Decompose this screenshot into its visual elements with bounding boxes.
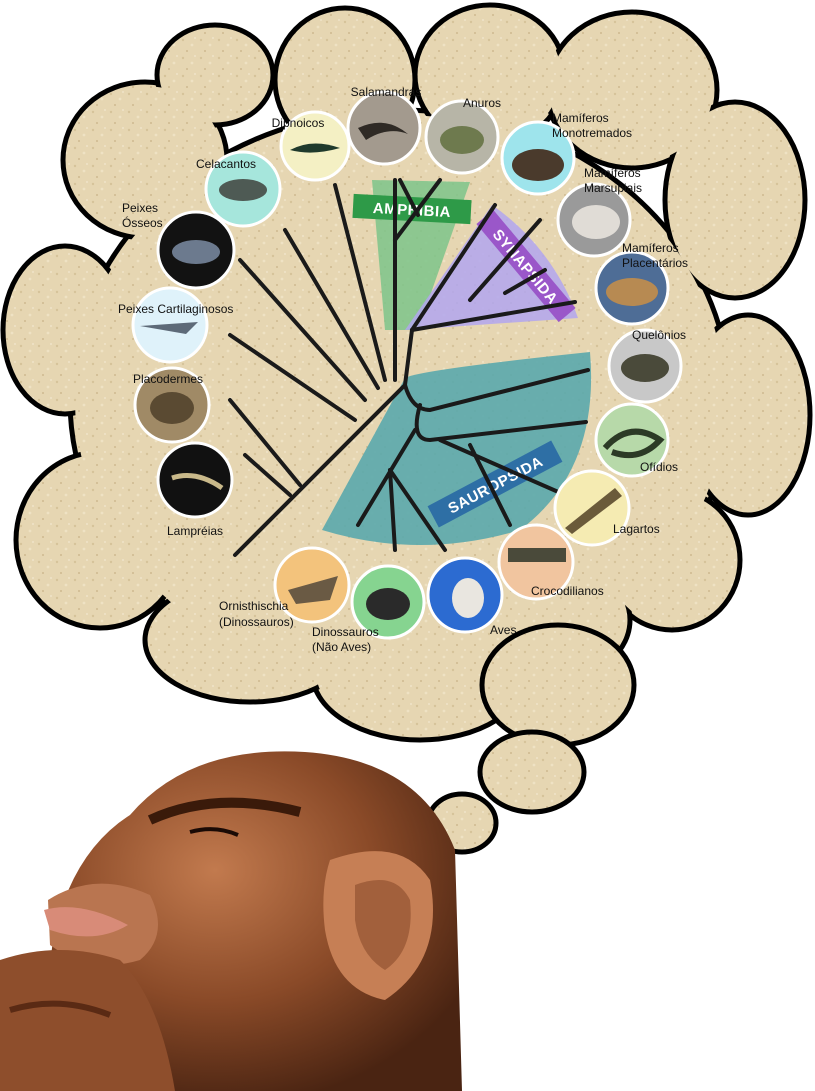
- opossum-icon: [572, 205, 620, 239]
- amphibia-banner: AMPHIBIA: [352, 193, 472, 225]
- lampreias-image: [156, 441, 234, 519]
- label-monotremados-1: Mamíferos: [552, 111, 609, 125]
- placoderm-icon: [150, 392, 194, 424]
- turtle-icon: [621, 354, 669, 382]
- thinking-chimpanzee: [0, 751, 462, 1091]
- bony-fish-icon: [172, 240, 220, 264]
- chimp-finger: [9, 1000, 112, 1018]
- lizard-icon: [565, 488, 622, 534]
- dinosaur-skull-icon: [366, 588, 410, 620]
- chimp-ear-inner: [355, 880, 411, 970]
- placental-mammal-icon: [606, 278, 658, 306]
- label-dinossauros-1: Dinossauros: [312, 625, 379, 639]
- crocodile-icon: [508, 548, 566, 562]
- synapsida-clade-fan: [405, 205, 578, 330]
- shark-icon: [140, 322, 198, 334]
- taxon-labels: Dipnoicos Salamandras Anuros Mamíferos M…: [118, 85, 688, 654]
- chimp-hand: [0, 950, 175, 1091]
- ofidios-image: [594, 402, 670, 478]
- label-quelonios: Quelônios: [632, 328, 686, 342]
- label-placentarios-2: Placentários: [622, 256, 688, 270]
- label-placentarios-1: Mamíferos: [622, 241, 679, 255]
- chimp-brow: [147, 797, 302, 825]
- salamander-icon: [358, 122, 408, 140]
- snake-icon: [602, 428, 665, 458]
- thought-bubble-large: [479, 622, 637, 748]
- label-crocodilianos: Crocodilianos: [531, 584, 604, 598]
- label-dipnoicos: Dipnoicos: [272, 116, 325, 130]
- lungfish-icon: [290, 143, 340, 153]
- frog-icon: [440, 126, 484, 154]
- stegosaurus-icon: [288, 576, 338, 604]
- label-marsupiais-2: Marsupiais: [584, 181, 642, 195]
- tree-branches: [228, 178, 590, 557]
- pelican-icon: [452, 578, 484, 618]
- label-lagartos: Lagartos: [613, 522, 660, 536]
- label-placodermes: Placodermes: [133, 372, 203, 386]
- taxon-silhouettes: [140, 122, 669, 620]
- label-ornisthischia-2: (Dinossauros): [219, 615, 294, 629]
- label-salamandras: Salamandras: [351, 85, 422, 99]
- chimp-eye: [189, 827, 239, 837]
- label-osseos-2: Ósseos: [122, 215, 163, 230]
- thought-bubble-medium: [477, 729, 587, 815]
- label-ornisthischia-1: Ornisthischia: [219, 599, 289, 613]
- label-lampreias: Lampréias: [167, 524, 223, 538]
- label-osseos-1: Peixes: [122, 201, 158, 215]
- chimp-head: [50, 751, 462, 1091]
- label-monotremados-2: Monotremados: [552, 126, 632, 140]
- coelacanth-icon: [219, 179, 267, 201]
- label-ofidios: Ofídios: [640, 460, 678, 474]
- label-dinossauros-2: (Não Aves): [312, 640, 371, 654]
- label-celacantos: Celacantos: [196, 157, 256, 171]
- chimp-lips: [44, 907, 128, 937]
- echidna-icon: [512, 149, 564, 181]
- label-aves: Aves: [490, 623, 516, 637]
- label-marsupiais-1: Mamíferos: [584, 166, 641, 180]
- lamprey-icon: [171, 473, 224, 491]
- amphibia-label: AMPHIBIA: [372, 200, 451, 221]
- label-cartilaginosos: Peixes Cartilaginosos: [118, 302, 233, 316]
- label-anuros: Anuros: [463, 96, 501, 110]
